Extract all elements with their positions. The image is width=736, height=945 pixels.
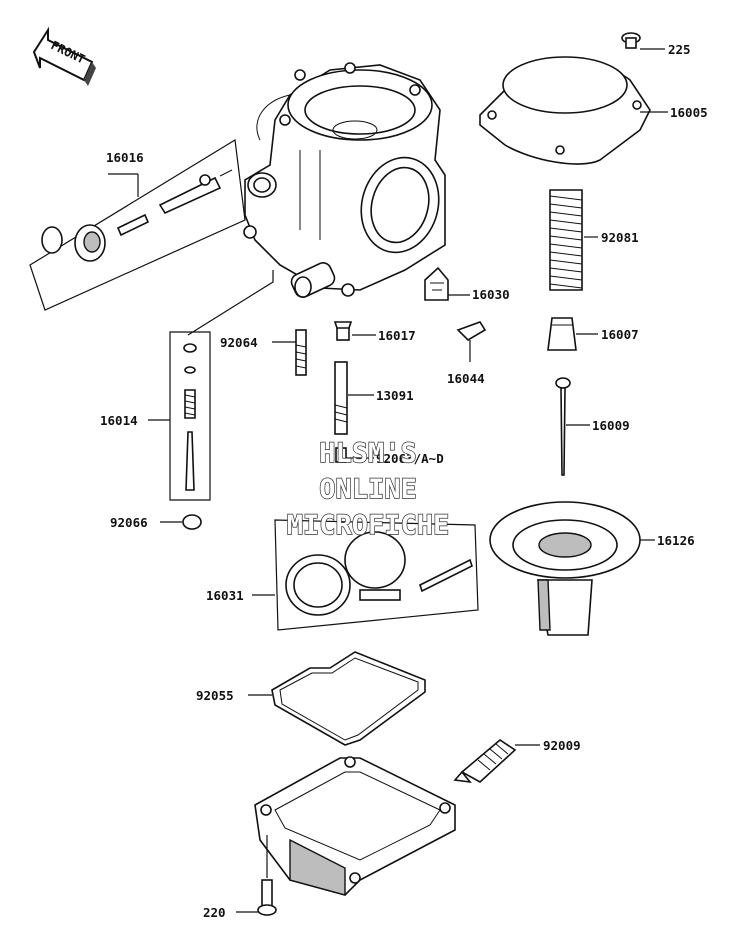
part-label-92009: 92009 bbox=[543, 738, 581, 753]
part-label-92064: 92064 bbox=[220, 335, 258, 350]
screw-220 bbox=[257, 879, 277, 916]
screw-92064 bbox=[295, 329, 307, 376]
part-label-220: 220 bbox=[203, 905, 226, 920]
cap-92066 bbox=[182, 514, 202, 530]
part-label-92055: 92055 bbox=[196, 688, 234, 703]
float-16031 bbox=[285, 531, 473, 616]
part-label-16031: 16031 bbox=[206, 588, 244, 603]
part-label-16016: 16016 bbox=[106, 150, 144, 165]
part-label-92063: 92063/A~D bbox=[376, 451, 444, 466]
part-label-13091: 13091 bbox=[376, 388, 414, 403]
gasket-92055 bbox=[271, 651, 426, 746]
watermark-line-3: MICROFICHE bbox=[287, 510, 450, 541]
screw-225 bbox=[621, 32, 641, 49]
part-label-92081: 92081 bbox=[601, 230, 639, 245]
part-label-16009: 16009 bbox=[592, 418, 630, 433]
part-label-225: 225 bbox=[668, 42, 691, 57]
part-label-16030: 16030 bbox=[472, 287, 510, 302]
carburetor-body bbox=[243, 62, 446, 298]
top-cover-16005 bbox=[479, 56, 651, 165]
watermark: HLSM'S ONLINE MICROFICHE bbox=[286, 437, 450, 541]
part-label-16044: 16044 bbox=[447, 371, 485, 386]
watermark-line-2: ONLINE bbox=[319, 474, 417, 505]
air-screw-92009 bbox=[453, 739, 517, 784]
spring-92081 bbox=[549, 189, 583, 291]
part-label-16017: 16017 bbox=[378, 328, 416, 343]
float-valve-16030 bbox=[424, 266, 449, 301]
main-jet-92063 bbox=[335, 447, 347, 463]
holder-16007 bbox=[547, 317, 577, 351]
needle-16009 bbox=[555, 377, 571, 476]
part-label-92066: 92066 bbox=[110, 515, 148, 530]
valve-assembly-16016 bbox=[41, 169, 233, 262]
pilot-screw-16014 bbox=[183, 343, 197, 491]
part-label-16007: 16007 bbox=[601, 327, 639, 342]
diaphragm-16126 bbox=[489, 501, 641, 636]
needle-jet-13091 bbox=[334, 361, 348, 435]
front-arrow-icon: FRONT bbox=[32, 26, 96, 86]
part-label-16005: 16005 bbox=[670, 105, 708, 120]
watermark-line-1: HLSM'S bbox=[319, 438, 417, 469]
clip-16044 bbox=[456, 321, 487, 342]
part-label-16014: 16014 bbox=[100, 413, 138, 428]
jet-16017 bbox=[333, 321, 353, 341]
part-label-16126: 16126 bbox=[657, 533, 695, 548]
float-bowl bbox=[254, 756, 456, 896]
